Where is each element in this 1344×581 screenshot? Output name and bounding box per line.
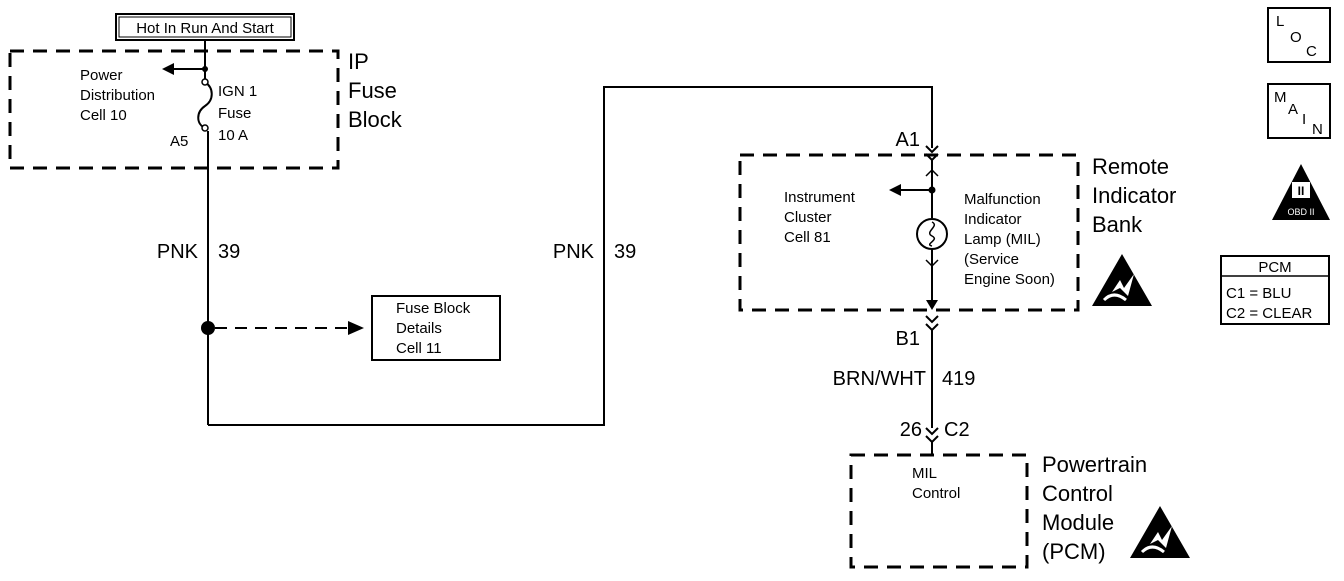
svg-text:I: I xyxy=(1302,111,1306,128)
connector-a1: A1 xyxy=(896,129,920,151)
pcm-connector-legend: PCM C1 = BLU C2 = CLEAR xyxy=(1220,255,1330,325)
esd-sensitive-icon xyxy=(1128,504,1192,560)
svg-text:(PCM): (PCM) xyxy=(1042,539,1106,564)
svg-text:C2 = CLEAR: C2 = CLEAR xyxy=(1226,305,1312,322)
power-distribution-label: Power xyxy=(80,67,123,84)
obd-ii-icon[interactable]: II OBD II xyxy=(1272,164,1330,220)
svg-text:II: II xyxy=(1298,184,1305,198)
wire-middle-color: PNK xyxy=(553,241,595,263)
svg-text:Cell 10: Cell 10 xyxy=(80,107,127,124)
lamp-icon xyxy=(916,218,948,250)
svg-text:PCM: PCM xyxy=(1258,259,1291,276)
arrow-right-icon xyxy=(348,321,364,335)
svg-text:Cell 81: Cell 81 xyxy=(784,229,831,246)
wire-mil-circuit: 419 xyxy=(942,368,975,390)
ip-fuse-block: IP Fuse Block Power Distribution Cell 10… xyxy=(8,40,403,170)
svg-text:Cluster: Cluster xyxy=(784,209,832,226)
wire-mil-color: BRN/WHT xyxy=(833,368,926,390)
arrow-left-icon xyxy=(889,184,901,196)
svg-text:Hot In Run And Start: Hot In Run And Start xyxy=(136,20,274,37)
svg-text:O: O xyxy=(1290,29,1302,46)
svg-text:C: C xyxy=(1306,43,1317,60)
svg-text:Fuse Block: Fuse Block xyxy=(396,300,471,317)
wire-left-color: PNK xyxy=(157,241,199,263)
svg-text:Fuse: Fuse xyxy=(218,105,251,122)
svg-text:Engine Soon): Engine Soon) xyxy=(964,271,1055,288)
power-source-label: Hot In Run And Start xyxy=(115,13,295,41)
svg-text:IP: IP xyxy=(348,49,369,74)
wire-middle-circuit: 39 xyxy=(614,241,636,263)
main-button-icon[interactable]: M A I N xyxy=(1267,83,1331,139)
fuse-icon xyxy=(197,81,213,129)
svg-text:N: N xyxy=(1312,121,1323,138)
svg-text:C1 = BLU: C1 = BLU xyxy=(1226,285,1291,302)
svg-text:Details: Details xyxy=(396,320,442,337)
svg-text:Remote: Remote xyxy=(1092,154,1169,179)
splice-icon xyxy=(201,321,215,335)
pcm-pin: 26 xyxy=(900,419,922,441)
svg-text:Distribution: Distribution xyxy=(80,87,155,104)
arrow-left-icon xyxy=(162,63,174,75)
svg-text:Cell 11: Cell 11 xyxy=(396,340,442,357)
svg-text:Fuse: Fuse xyxy=(348,78,397,103)
svg-text:10 A: 10 A xyxy=(218,127,248,144)
svg-text:(Service: (Service xyxy=(964,251,1019,268)
pcm-connector: C2 xyxy=(944,419,970,441)
remote-indicator-bank: A1 Remote Indicator Bank Instrument Clus… xyxy=(738,129,1176,312)
svg-text:Control: Control xyxy=(912,485,960,502)
esd-sensitive-icon xyxy=(1090,252,1154,308)
svg-text:Bank: Bank xyxy=(1092,212,1143,237)
svg-text:Indicator: Indicator xyxy=(964,211,1022,228)
instrument-cluster-label: Instrument xyxy=(784,189,856,206)
mil-control-label: MIL xyxy=(912,465,937,482)
ign1-fuse-label: IGN 1 xyxy=(218,83,257,100)
svg-text:OBD II: OBD II xyxy=(1287,207,1314,217)
svg-text:Control: Control xyxy=(1042,481,1113,506)
svg-text:Indicator: Indicator xyxy=(1092,183,1176,208)
svg-text:L: L xyxy=(1276,13,1284,30)
terminal-a5: A5 xyxy=(170,133,188,150)
svg-text:M: M xyxy=(1274,89,1287,106)
svg-text:Block: Block xyxy=(348,107,403,132)
fuse-block-details-box: Fuse Block Details Cell 11 xyxy=(371,295,501,361)
mil-label: Malfunction xyxy=(964,191,1041,208)
svg-text:Module: Module xyxy=(1042,510,1114,535)
connector-b1: B1 xyxy=(896,328,920,350)
svg-text:A: A xyxy=(1288,101,1298,118)
pcm-block: MIL Control Powertrain Control Module (P… xyxy=(849,452,1192,569)
svg-text:Lamp (MIL): Lamp (MIL) xyxy=(964,231,1041,248)
loc-button-icon[interactable]: L O C xyxy=(1267,7,1331,63)
wire-left-circuit: 39 xyxy=(218,241,240,263)
svg-text:Powertrain: Powertrain xyxy=(1042,452,1147,477)
